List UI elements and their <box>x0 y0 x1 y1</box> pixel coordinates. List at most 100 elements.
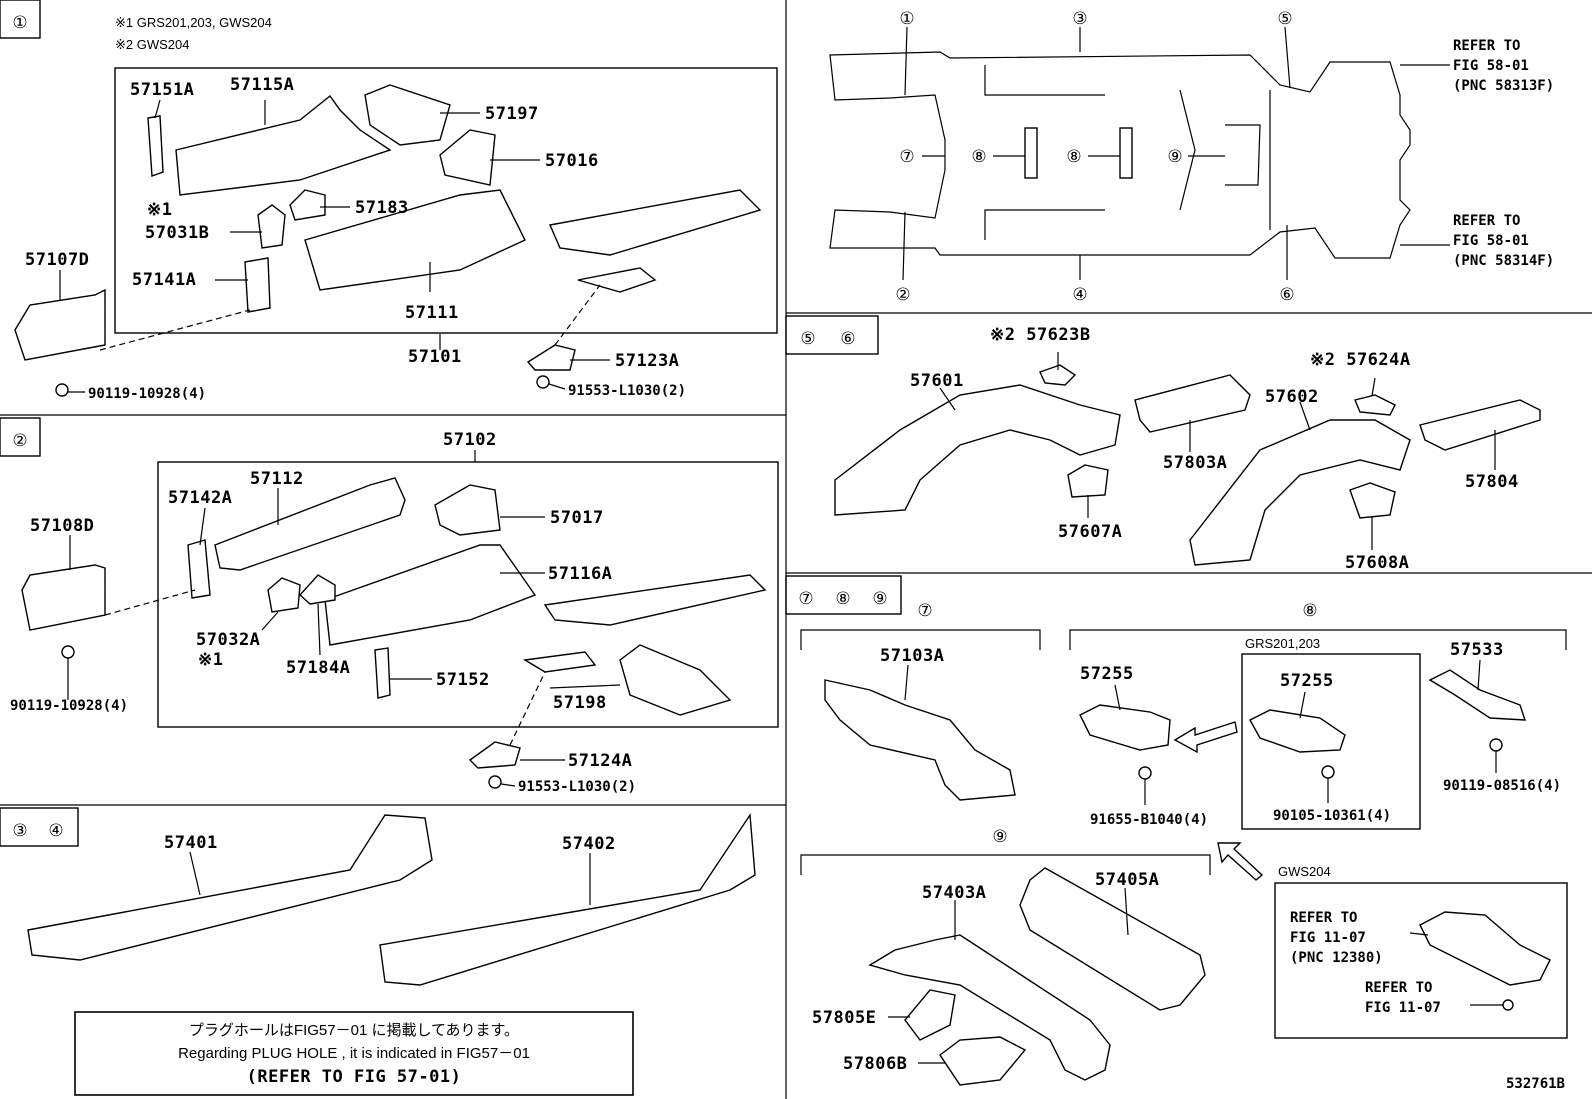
part-57152-shape <box>374 647 391 699</box>
part-57107d-shape <box>14 288 106 361</box>
floor-outline <box>829 51 1411 259</box>
note-ref: (REFER TO FIG 57-01) <box>247 1067 462 1087</box>
label-57151a: 57151A <box>130 80 194 100</box>
label-bolt-91553-p1: 91553-L1030(2) <box>568 383 686 399</box>
ref1-line-2: FIG 11-07 <box>1290 930 1366 946</box>
panel-3-4: ③ ④ 57401 57402 プラグホールはFIG57－01 に掲載してありま… <box>0 807 756 1096</box>
part-57624a-shape <box>1354 394 1396 416</box>
callout-1: ① <box>899 9 914 29</box>
label-bolt-90119-p2: 90119-10928(4) <box>10 698 128 714</box>
label-57623b: ※2 57623B <box>990 325 1091 345</box>
ref-top-line-1: REFER TO <box>1453 38 1520 54</box>
callout-6: ⑥ <box>1279 285 1294 305</box>
part-57601-shape <box>834 384 1121 516</box>
label-57601: 57601 <box>910 371 964 391</box>
part-57124a-shape <box>468 741 521 769</box>
part-57141a-shape <box>244 257 271 313</box>
part-57197-shape <box>364 84 451 146</box>
gws-label: GWS204 <box>1278 864 1331 879</box>
part-57142a-shape <box>187 539 211 599</box>
label-57141a: 57141A <box>132 270 196 290</box>
label-57624a: ※2 57624A <box>1310 350 1411 370</box>
ref-bottom-line-3: (PNC 58314F) <box>1453 253 1554 269</box>
label-57197: 57197 <box>485 104 539 124</box>
note-jp: プラグホールはFIG57－01 に掲載してあります。 <box>189 1022 519 1039</box>
callout-8b: ⑧ <box>1066 147 1081 167</box>
part-57804-shape <box>1419 399 1541 451</box>
callout-5: ⑤ <box>1277 9 1292 29</box>
label-57602: 57602 <box>1265 387 1319 407</box>
label-57111: 57111 <box>405 303 459 323</box>
panel-7-8-9: ⑦ ⑧ ⑨ ⑦ 57103A ⑧ GRS201,203 57255 57255 … <box>785 575 1568 1086</box>
part-57017-shape <box>434 484 501 536</box>
panel-4-tag: ④ <box>48 821 63 841</box>
label-57124a: 57124A <box>568 751 632 771</box>
part-57803a-shape <box>1134 374 1251 433</box>
label-57607a: 57607A <box>1058 522 1122 542</box>
ref-bottom-line-1: REFER TO <box>1453 213 1520 229</box>
bolt-8-icon <box>1502 999 1514 1011</box>
part-57123a-shape <box>526 344 576 371</box>
label-57198: 57198 <box>553 693 607 713</box>
ref2-line-1: REFER TO <box>1365 980 1432 996</box>
label-57803a: 57803A <box>1163 453 1227 473</box>
part-57124a-rail-shape <box>543 574 767 626</box>
part-57031b-shape <box>257 204 286 249</box>
label-57152: 57152 <box>436 670 490 690</box>
part-57184a-shape <box>299 574 336 605</box>
bolt-3-icon <box>61 645 75 659</box>
label-57142a: 57142A <box>168 488 232 508</box>
callout-9: ⑨ <box>1167 147 1182 167</box>
mark-1-p2: ※1 <box>198 650 223 670</box>
label-57405a: 57405A <box>1095 870 1159 890</box>
label-57402: 57402 <box>562 834 616 854</box>
panel-5-tag: ⑤ <box>800 329 815 349</box>
label-57016: 57016 <box>545 151 599 171</box>
sub-8-tag: ⑧ <box>1302 601 1317 621</box>
part-57607a-shape <box>1067 464 1109 498</box>
ref1-line-1: REFER TO <box>1290 910 1357 926</box>
part-57108d-shape <box>21 564 106 631</box>
part-57403a-shape <box>868 934 1111 1081</box>
part-57112-shape <box>214 477 406 571</box>
label-57116a: 57116A <box>548 564 612 584</box>
bolt-5-icon <box>1138 766 1152 780</box>
label-bolt-90119-p1: 90119-10928(4) <box>88 386 206 402</box>
part-57805e-shape <box>904 989 956 1041</box>
panel-5-6: ⑤ ⑥ ※2 57623B 57601 57803A 57607A ※2 576… <box>785 315 1541 573</box>
part-bracket-2-shape <box>522 651 597 673</box>
callout-2: ② <box>895 285 910 305</box>
part-57602-shape <box>1189 419 1411 566</box>
part-57608a-shape <box>1349 482 1396 519</box>
sub-9-tag: ⑨ <box>992 827 1007 847</box>
label-57255-b: 57255 <box>1280 671 1334 691</box>
bolt-4-icon <box>488 775 502 789</box>
label-57102: 57102 <box>443 430 497 450</box>
note-en: Regarding PLUG HOLE , it is indicated in… <box>178 1045 530 1062</box>
panel-2-tag: ② <box>12 431 27 451</box>
label-57123a: 57123A <box>615 351 679 371</box>
panel-8-tag: ⑧ <box>835 589 850 609</box>
part-57115a-shape <box>175 94 392 196</box>
part-57111-shape <box>304 189 526 291</box>
label-57017: 57017 <box>550 508 604 528</box>
label-57108d: 57108D <box>30 516 94 536</box>
callout-4: ④ <box>1072 285 1087 305</box>
part-57806b-shape <box>939 1036 1027 1086</box>
label-57107d: 57107D <box>25 250 89 270</box>
panel-7-tag: ⑦ <box>798 589 813 609</box>
panel-2: ② 57102 57112 57142A 57017 <box>0 417 779 795</box>
part-crossmember-shape <box>1419 911 1551 986</box>
label-57805e: 57805E <box>812 1008 876 1028</box>
label-57403a: 57403A <box>922 883 986 903</box>
part-57401-shape <box>27 814 433 961</box>
part-57198-shape <box>619 644 732 716</box>
label-57401: 57401 <box>164 833 218 853</box>
overview-panel: ① ③ ⑤ ⑦ ⑧ ⑧ ⑨ ② ④ ⑥ REFER TO FIG 58-01 (… <box>829 9 1554 305</box>
label-57184a: 57184A <box>286 658 350 678</box>
part-57183-shape <box>289 189 326 221</box>
panel-9-tag: ⑨ <box>872 589 887 609</box>
label-57032a: 57032A <box>196 630 260 650</box>
panel-1: ① ※1 GRS201,203, GWS204 ※2 GWS204 <box>0 0 778 402</box>
